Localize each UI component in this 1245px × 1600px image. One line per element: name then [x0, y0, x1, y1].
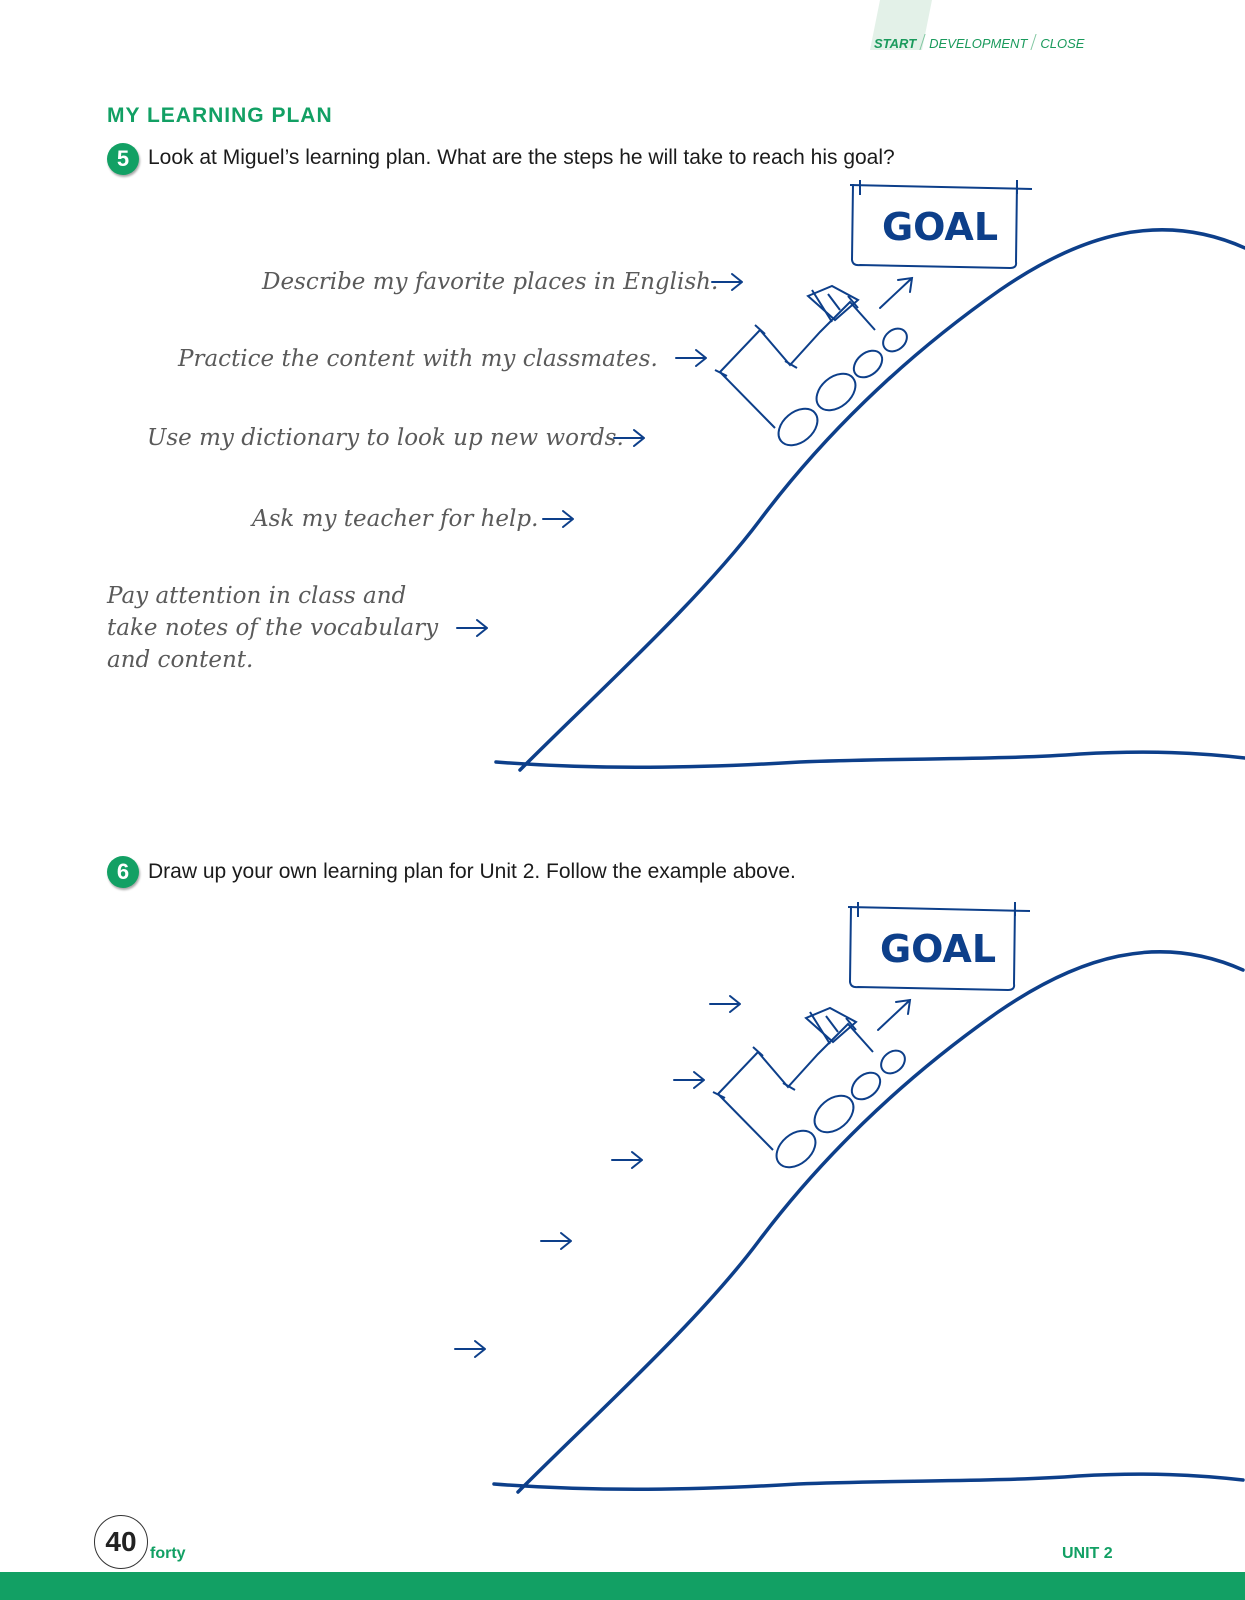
- exercise-6-instruction: Draw up your own learning plan for Unit …: [148, 860, 796, 883]
- step-3: Use my dictionary to look up new words.: [147, 425, 624, 451]
- exercise-number-5: 5: [107, 143, 139, 175]
- arrow-right-icon: [613, 429, 645, 447]
- step-5: Pay attention in class and take notes of…: [107, 583, 439, 673]
- lesson-stage-tabs: START DEVELOPMENT CLOSE: [874, 34, 1084, 54]
- page-number: 40: [94, 1515, 148, 1569]
- step-4: Ask my teacher for help.: [252, 506, 539, 532]
- step-2: Practice the content with my classmates.: [178, 346, 658, 372]
- arrow-right-icon: [709, 995, 741, 1013]
- exercise-number-6: 6: [107, 856, 139, 888]
- goal-label-bottom: GOAL: [880, 927, 996, 971]
- train-icon: [714, 277, 913, 454]
- section-title: MY LEARNING PLAN: [107, 104, 333, 127]
- arrow-right-icon: [540, 1232, 572, 1250]
- unit-label: UNIT 2: [1062, 1545, 1113, 1562]
- hill-drawing-top: [494, 228, 1245, 772]
- arrow-right-icon: [456, 619, 488, 637]
- arrow-right-icon: [542, 510, 574, 528]
- tab-start: START: [874, 36, 917, 51]
- arrow-right-icon: [673, 1071, 705, 1089]
- step-1: Describe my favorite places in English.: [262, 269, 719, 295]
- hill-drawing-bottom: [492, 950, 1245, 1494]
- arrow-right-icon: [711, 273, 743, 291]
- tab-close: CLOSE: [1040, 36, 1085, 51]
- arrow-right-icon: [611, 1151, 643, 1169]
- arrow-right-icon: [675, 349, 707, 367]
- footer-bar: [0, 1572, 1245, 1600]
- tab-development: DEVELOPMENT: [929, 36, 1028, 51]
- train-icon: [712, 999, 911, 1176]
- goal-label-top: GOAL: [882, 205, 998, 249]
- exercise-5-instruction: Look at Miguel’s learning plan. What are…: [148, 146, 895, 169]
- arrow-right-icon: [454, 1340, 486, 1358]
- page-number-word: forty: [150, 1545, 186, 1562]
